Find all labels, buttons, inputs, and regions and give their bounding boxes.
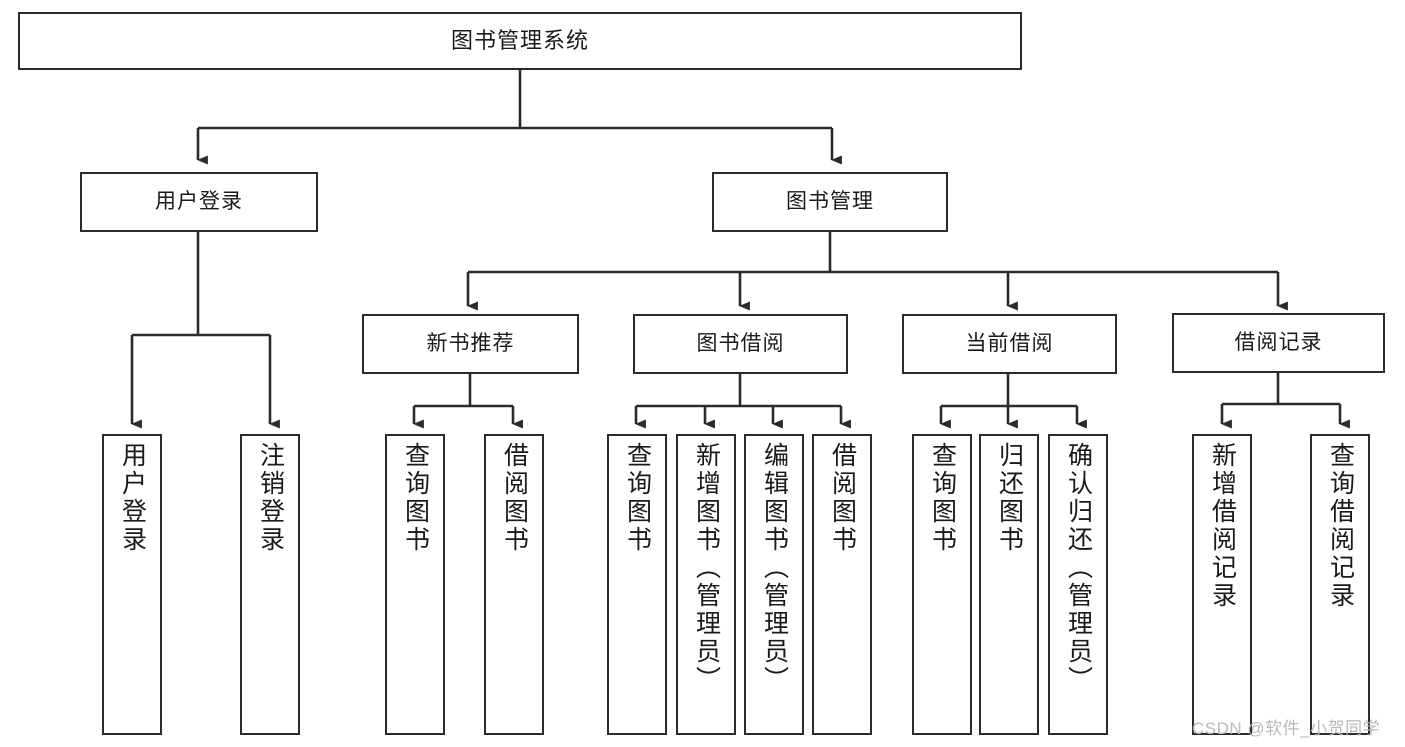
leaf-return-book-label: 归还图书 xyxy=(995,442,1024,554)
node-root-label: 图书管理系统 xyxy=(450,27,589,53)
csdn-watermark: CSDN @软件_小贺同学 xyxy=(1192,719,1381,738)
leaf-borrow-book-1[interactable]: 借阅图书 xyxy=(484,434,544,735)
node-borrow-record-label: 借阅记录 xyxy=(1234,331,1323,355)
leaf-query-record[interactable]: 查询借阅记录 xyxy=(1310,434,1370,735)
leaf-query-book-2-label: 查询图书 xyxy=(623,442,652,554)
leaf-confirm-return[interactable]: 确认归还（管理员） xyxy=(1048,434,1108,735)
leaf-borrow-book-2[interactable]: 借阅图书 xyxy=(812,434,872,735)
node-current-borrow-label: 当前借阅 xyxy=(965,332,1054,356)
leaf-query-record-label: 查询借阅记录 xyxy=(1326,442,1355,610)
leaf-query-book-2[interactable]: 查询图书 xyxy=(607,434,667,735)
leaf-edit-book-label: 编辑图书（管理员） xyxy=(760,442,789,694)
leaf-add-book-label: 新增图书（管理员） xyxy=(692,442,721,694)
node-book-manage-label: 图书管理 xyxy=(786,190,874,214)
leaf-return-book[interactable]: 归还图书 xyxy=(979,434,1039,735)
leaf-add-book[interactable]: 新增图书（管理员） xyxy=(676,434,736,735)
node-book-borrow-label: 图书借阅 xyxy=(696,332,785,356)
node-new-book-rec[interactable]: 新书推荐 xyxy=(362,314,579,374)
node-book-borrow[interactable]: 图书借阅 xyxy=(633,314,848,374)
leaf-confirm-return-label: 确认归还（管理员） xyxy=(1064,442,1093,694)
leaf-query-book-3-label: 查询图书 xyxy=(928,442,957,554)
leaf-query-book-3[interactable]: 查询图书 xyxy=(912,434,972,735)
node-new-book-rec-label: 新书推荐 xyxy=(426,332,515,356)
node-user-login[interactable]: 用户登录 xyxy=(80,172,318,232)
node-book-manage[interactable]: 图书管理 xyxy=(712,172,948,232)
leaf-borrow-book-1-label: 借阅图书 xyxy=(500,442,529,554)
leaf-logout[interactable]: 注销登录 xyxy=(240,434,300,735)
leaf-query-book-1[interactable]: 查询图书 xyxy=(385,434,445,735)
leaf-user-login[interactable]: 用户登录 xyxy=(102,434,162,735)
leaf-edit-book[interactable]: 编辑图书（管理员） xyxy=(744,434,804,735)
node-user-login-label: 用户登录 xyxy=(155,190,243,214)
leaf-add-record-label: 新增借阅记录 xyxy=(1208,442,1237,610)
node-current-borrow[interactable]: 当前借阅 xyxy=(902,314,1117,374)
leaf-logout-label: 注销登录 xyxy=(256,442,285,554)
leaf-user-login-label: 用户登录 xyxy=(118,442,147,554)
leaf-query-book-1-label: 查询图书 xyxy=(401,442,430,554)
leaf-borrow-book-2-label: 借阅图书 xyxy=(828,442,857,554)
leaf-add-record[interactable]: 新增借阅记录 xyxy=(1192,434,1252,735)
node-borrow-record[interactable]: 借阅记录 xyxy=(1172,313,1385,373)
node-root[interactable]: 图书管理系统 xyxy=(18,12,1022,70)
